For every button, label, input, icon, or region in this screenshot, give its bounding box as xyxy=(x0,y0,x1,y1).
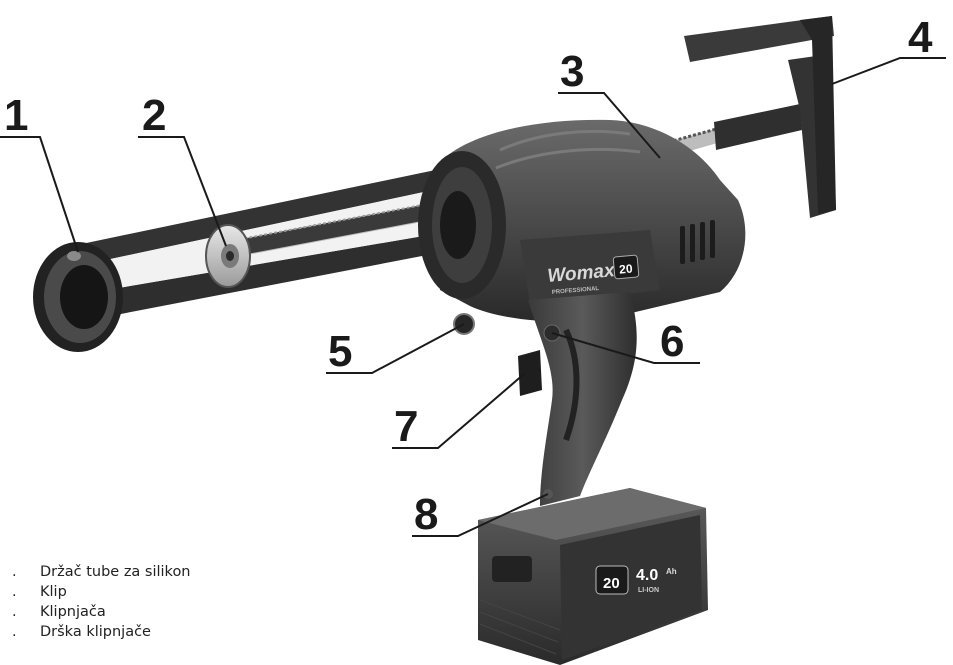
legend-text: Klip xyxy=(40,584,67,600)
battery-voltage: 20 xyxy=(603,575,620,592)
leader-7 xyxy=(392,373,525,449)
cartridge-holder-ring xyxy=(33,242,123,352)
callout-1: 1 xyxy=(4,91,28,140)
legend-marker: . xyxy=(12,604,17,620)
cartridge-frame xyxy=(72,168,474,318)
callout-2: 2 xyxy=(142,91,166,140)
piston-rod-rack xyxy=(215,196,472,260)
leader-4 xyxy=(831,57,946,85)
callout-6: 6 xyxy=(660,317,684,366)
battery-capacity: 4.0 xyxy=(636,567,658,584)
voltage-badge: 20 xyxy=(619,261,634,276)
legend-text: Klipnjača xyxy=(40,604,106,620)
leader-5 xyxy=(326,323,465,374)
rod-handle xyxy=(684,16,836,218)
leader-3 xyxy=(558,92,661,159)
legend-text: Drška klipnjače xyxy=(40,624,151,640)
legend-marker: . xyxy=(12,584,17,600)
callout-numbers: 1 2 3 4 5 6 7 8 xyxy=(4,13,933,539)
callout-5: 5 xyxy=(328,327,352,376)
callout-leaders xyxy=(0,57,946,537)
legend-marker: . xyxy=(12,624,17,640)
brand-logo: Womax PROFESSIONAL 20 xyxy=(547,254,640,296)
trigger xyxy=(518,350,542,396)
battery-unit: Ah xyxy=(666,567,677,576)
leader-2 xyxy=(138,136,227,247)
leader-8 xyxy=(412,493,549,537)
plunger-disc xyxy=(205,224,251,288)
battery-chem: LI-ION xyxy=(638,587,659,594)
legend-marker: . xyxy=(12,564,17,580)
callout-8: 8 xyxy=(414,490,438,539)
pistol-grip xyxy=(528,292,637,506)
legend-text: Držač tube za silikon xyxy=(40,564,191,580)
leader-6 xyxy=(551,332,700,364)
battery-pack: 20 4.0 Ah LI-ION xyxy=(478,488,708,665)
callout-7: 7 xyxy=(394,402,418,451)
callout-3: 3 xyxy=(560,47,584,96)
logo-subtext: PROFESSIONAL xyxy=(552,286,600,296)
callout-4: 4 xyxy=(908,13,933,62)
motor-housing xyxy=(418,119,746,322)
leader-1 xyxy=(0,136,79,253)
